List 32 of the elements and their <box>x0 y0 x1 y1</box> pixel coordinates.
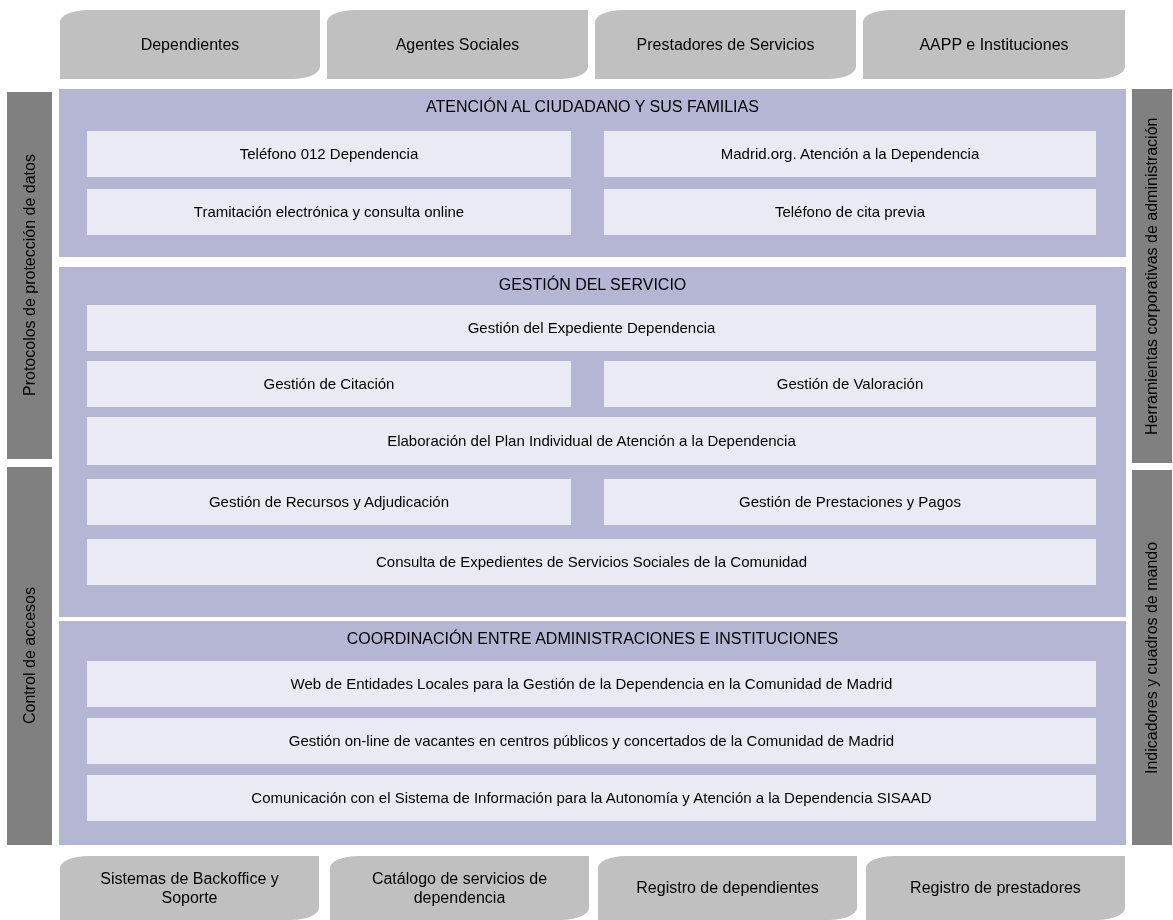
section-heading: ATENCIÓN AL CIUDADANO Y SUS FAMILIAS <box>425 97 760 117</box>
service-box: Gestión on-line de vacantes en centros públicos y concertados de la Comunidad de Madrid <box>87 718 1096 764</box>
category-tab: Prestadores de Servicios <box>595 10 856 79</box>
service-box: Gestión de Citación <box>87 361 571 407</box>
side-bar: Indicadores y cuadros de mando <box>1132 470 1172 845</box>
section-heading: COORDINACIÓN ENTRE ADMINISTRACIONES E INSTITUCIONES <box>345 629 840 649</box>
category-tab: AAPP e Instituciones <box>863 10 1125 79</box>
category-tab: Agentes Sociales <box>327 10 588 79</box>
service-box: Madrid.org. Atención a la Dependencia <box>604 131 1096 177</box>
category-tab: Registro de dependientes <box>598 856 857 920</box>
section-panel <box>59 621 1126 845</box>
section-heading: GESTIÓN DEL SERVICIO <box>497 275 688 295</box>
section-panel <box>59 89 1126 257</box>
service-box: Tramitación electrónica y consulta online <box>87 189 571 235</box>
service-box: Elaboración del Plan Individual de Atención a la Dependencia <box>87 417 1096 465</box>
service-box: Teléfono de cita previa <box>604 189 1096 235</box>
service-box: Gestión de Recursos y Adjudicación <box>87 479 571 525</box>
category-tab: Dependientes <box>60 10 320 79</box>
service-box: Consulta de Expedientes de Servicios Sociales de la Comunidad <box>87 539 1096 585</box>
category-tab: Registro de prestadores <box>866 856 1125 920</box>
service-box: Gestión de Valoración <box>604 361 1096 407</box>
service-box: Web de Entidades Locales para la Gestión de la Dependencia en la Comunidad de Madrid <box>87 661 1096 707</box>
service-box: Gestión del Expediente Dependencia <box>87 305 1096 351</box>
side-bar: Protocolos de protección de datos <box>7 92 52 459</box>
section-panel <box>59 267 1126 617</box>
category-tab: Sistemas de Backoffice y Soporte <box>60 856 319 920</box>
service-box: Comunicación con el Sistema de Información para la Autonomía y Atención a la Dependencia SISAAD <box>87 775 1096 821</box>
service-box: Gestión de Prestaciones y Pagos <box>604 479 1096 525</box>
category-tab: Catálogo de servicios de dependencia <box>330 856 589 920</box>
side-bar: Control de accesos <box>7 467 52 845</box>
service-box: Teléfono 012 Dependencia <box>87 131 571 177</box>
side-bar: Herramientas corporativas de administración <box>1132 89 1172 463</box>
